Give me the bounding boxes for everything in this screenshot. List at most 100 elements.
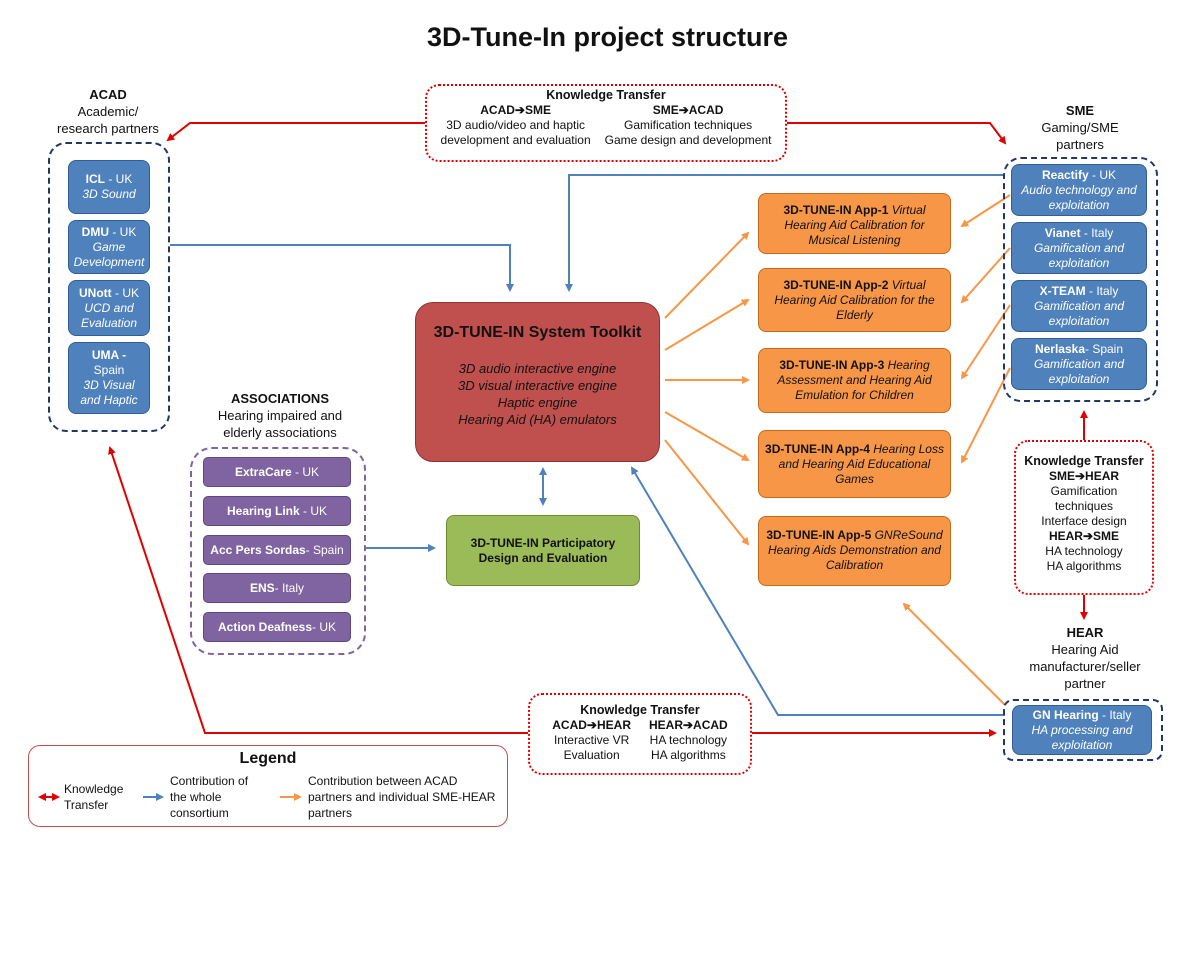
kt-right-box: Knowledge Transfer SME➔HEAR Gamification… bbox=[1014, 440, 1154, 595]
kt-arrows bbox=[38, 122, 1088, 801]
app-id: 3D-TUNE-IN App-2 bbox=[783, 278, 889, 292]
app-id: 3D-TUNE-IN App-5 bbox=[766, 528, 872, 542]
kt-right-a-line: Interface design bbox=[1041, 514, 1127, 528]
acad-partner-icl: ICL - UK 3D Sound bbox=[68, 160, 150, 214]
partner-country: - UK bbox=[108, 224, 137, 239]
member-name: Action Deafness bbox=[217, 619, 313, 634]
assoc-member-ens: ENS- Italy bbox=[203, 573, 351, 603]
legend-text: the whole bbox=[170, 790, 222, 804]
assoc-member-acc-pers-sordas: Acc Pers Sordas- Spain bbox=[203, 535, 351, 565]
hear-to-toolkit bbox=[630, 466, 1005, 716]
acad-sub1: Academic/ bbox=[77, 104, 139, 119]
member-name: ExtraCare bbox=[234, 464, 292, 479]
xteam-to-app3 bbox=[960, 304, 1011, 380]
kt-bottom-left-heading: ACAD➔HEAR bbox=[552, 718, 631, 732]
vianet-to-app2 bbox=[960, 247, 1011, 304]
toolkit-line: Hearing Aid (HA) emulators bbox=[458, 412, 617, 427]
kt-bottom-left-line: Evaluation bbox=[563, 748, 620, 762]
partner-name: X-TEAM bbox=[1039, 283, 1086, 298]
partner-country: - Italy bbox=[1080, 225, 1114, 240]
member-country: - Italy bbox=[274, 580, 305, 595]
acad-partner-dmu: DMU - UK Game Development bbox=[68, 220, 150, 274]
sme-partner-reactify: Reactify - UK Audio technology and explo… bbox=[1011, 164, 1147, 216]
toolkit-to-app1 bbox=[664, 231, 750, 319]
app-desc: Hearing Assessment and Hearing Aid Emula… bbox=[777, 358, 932, 402]
app-3: 3D-TUNE-IN App-3 Hearing Assessment and … bbox=[758, 348, 951, 413]
partner-name: ICL bbox=[85, 172, 105, 186]
partner-role: Gamification and exploitation bbox=[1033, 240, 1125, 270]
partner-arrows bbox=[280, 194, 1011, 801]
kt-bottom-right-line: HA technology bbox=[649, 733, 728, 747]
hear-partner-gn: GN Hearing - Italy HA processing and exp… bbox=[1012, 705, 1152, 755]
assoc-member-extracare: ExtraCare - UK bbox=[203, 457, 351, 487]
acad-heading: ACAD Academic/ research partners bbox=[48, 86, 168, 137]
toolkit-to-app5 bbox=[664, 439, 750, 546]
partner-role: Gamification and exploitation bbox=[1033, 298, 1125, 328]
kt-top-left-line: 3D audio/video and haptic bbox=[446, 118, 585, 132]
member-name: Acc Pers Sordas bbox=[210, 542, 306, 557]
sme-sub2: partners bbox=[1056, 137, 1104, 152]
system-toolkit: 3D-TUNE-IN System Toolkit 3D audio inter… bbox=[415, 302, 660, 462]
kt-right-b-line: HA technology bbox=[1045, 544, 1123, 558]
legend-kt-label: Knowledge Transfer bbox=[64, 781, 123, 813]
hear-sub3: partner bbox=[1064, 676, 1106, 691]
hear-sub1: Hearing Aid bbox=[1051, 642, 1119, 657]
legend-partner-label: Contribution between ACAD partners and i… bbox=[308, 773, 495, 821]
acad-to-toolkit bbox=[170, 244, 514, 292]
legend-text: Transfer bbox=[64, 798, 109, 812]
app-id: 3D-TUNE-IN App-1 bbox=[783, 203, 889, 217]
partner-country: - UK bbox=[111, 285, 139, 300]
kt-top-right-heading: SME➔ACAD bbox=[652, 103, 724, 117]
kt-arrow-top-to-sme bbox=[787, 122, 1007, 145]
partner-role: 3D Visual and Haptic bbox=[80, 378, 138, 407]
app-id: 3D-TUNE-IN App-3 bbox=[779, 358, 885, 372]
partner-country: - UK bbox=[105, 172, 133, 186]
kt-arrow-bottom-to-acad bbox=[108, 446, 528, 734]
reactify-to-app1 bbox=[960, 194, 1011, 228]
legend-consortium-label: Contribution of the whole consortium bbox=[170, 773, 248, 821]
participatory-design-box: 3D-TUNE-IN Participatory Design and Eval… bbox=[446, 515, 640, 586]
kt-arrow-top-to-acad bbox=[166, 122, 425, 142]
legend-text: Contribution between ACAD bbox=[308, 774, 458, 788]
page-title: 3D-Tune-In project structure bbox=[426, 22, 789, 52]
app-desc: Hearing Loss and Hearing Aid Educational… bbox=[778, 442, 944, 486]
partner-role: Audio technology and exploitation bbox=[1021, 182, 1137, 212]
sme-head: SME bbox=[1065, 103, 1095, 118]
app-id: 3D-TUNE-IN App-4 bbox=[765, 442, 870, 456]
acad-partner-uma: UMA - Spain 3D Visual and Haptic bbox=[68, 342, 150, 414]
sme-sub1: Gaming/SME bbox=[1041, 120, 1119, 135]
sme-partner-vianet: Vianet - Italy Gamification and exploita… bbox=[1011, 222, 1147, 274]
sme-heading: SME Gaming/SME partners bbox=[1010, 102, 1150, 153]
app-desc: Virtual Hearing Aid Calibration for Musi… bbox=[784, 203, 926, 247]
legend-text: partners and individual SME-HEAR bbox=[308, 790, 496, 804]
partner-role: Game Development bbox=[73, 239, 145, 269]
partner-name: Reactify bbox=[1041, 167, 1089, 182]
kt-bottom-heading: Knowledge Transfer bbox=[580, 703, 700, 717]
assoc-heading: ASSOCIATIONS Hearing impaired and elderl… bbox=[195, 390, 365, 441]
assoc-sub2: elderly associations bbox=[223, 425, 337, 440]
toolkit-to-app4 bbox=[664, 411, 750, 462]
participatory-line: Design and Evaluation bbox=[478, 550, 608, 565]
sme-partner-xteam: X-TEAM - Italy Gamification and exploita… bbox=[1011, 280, 1147, 332]
nerlaska-to-app4 bbox=[961, 367, 1011, 464]
member-country: - UK bbox=[299, 503, 328, 518]
kt-right-b-line: HA algorithms bbox=[1046, 559, 1122, 573]
partner-role: Gamification and exploitation bbox=[1033, 356, 1125, 386]
partner-country: - Italy bbox=[1098, 707, 1132, 722]
kt-top-left-heading: ACAD➔SME bbox=[480, 103, 551, 117]
app-2: 3D-TUNE-IN App-2 Virtual Hearing Aid Cal… bbox=[758, 268, 951, 332]
partner-role: HA processing and exploitation bbox=[1031, 722, 1133, 752]
legend-title: Legend bbox=[239, 750, 297, 767]
kt-top-right-line: Gamification techniques bbox=[624, 118, 753, 132]
toolkit-title: 3D-TUNE-IN System Toolkit bbox=[433, 324, 642, 341]
partner-name: UMA - bbox=[91, 348, 127, 362]
toolkit-to-app2 bbox=[664, 298, 750, 351]
kt-bottom-left-line: Interactive VR bbox=[553, 733, 630, 747]
assoc-group bbox=[190, 447, 366, 655]
app-desc: Virtual Hearing Aid Calibration for the … bbox=[774, 278, 935, 322]
sme-partner-nerlaska: Nerlaska- Spain Gamification and exploit… bbox=[1011, 338, 1147, 390]
partner-country: - Italy bbox=[1085, 283, 1119, 298]
kt-right-b-heading: HEAR➔SME bbox=[1048, 529, 1120, 543]
